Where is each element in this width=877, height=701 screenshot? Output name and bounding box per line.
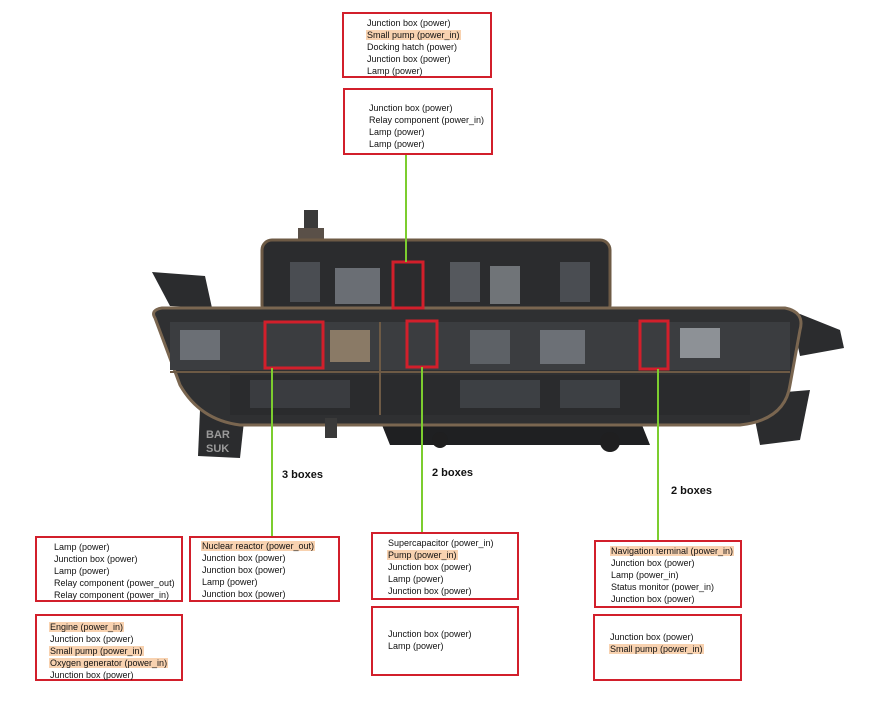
component-item: Junction box (power) bbox=[366, 53, 490, 65]
component-item: Oxygen generator (power_in) bbox=[49, 657, 181, 669]
svg-text:SUK: SUK bbox=[206, 443, 229, 455]
component-item: Junction box (power) bbox=[368, 102, 491, 114]
component-label: Docking hatch (power) bbox=[367, 42, 458, 52]
component-item: Lamp (power_in) bbox=[610, 569, 740, 581]
component-item: Relay component (power_out) bbox=[53, 577, 181, 589]
highlight-top bbox=[391, 260, 425, 310]
component-item: Lamp (power) bbox=[53, 541, 181, 553]
component-label: Junction box (power) bbox=[611, 558, 695, 568]
label-middle-count: 2 boxes bbox=[432, 467, 473, 479]
component-item: Lamp (power) bbox=[201, 576, 338, 588]
component-item: Junction box (power) bbox=[366, 17, 490, 29]
component-label: Junction box (power) bbox=[388, 562, 472, 572]
component-item: Relay component (power_in) bbox=[368, 114, 491, 126]
label-right-count: 2 boxes bbox=[671, 485, 712, 497]
tail-fin-top bbox=[152, 272, 212, 308]
component-label: Lamp (power) bbox=[54, 542, 110, 552]
highlighted-component-label: Nuclear reactor (power_out) bbox=[201, 541, 316, 551]
component-item: Lamp (power) bbox=[387, 573, 517, 585]
component-label: Lamp (power) bbox=[54, 566, 110, 576]
component-label: Junction box (power) bbox=[50, 670, 134, 680]
box-right-b: Junction box (power) Small pump (power_in… bbox=[593, 614, 742, 681]
highlighted-component-label: Small pump (power_in) bbox=[366, 30, 461, 40]
highlighted-component-label: Oxygen generator (power_in) bbox=[49, 658, 169, 668]
component-label: Status monitor (power_in) bbox=[611, 582, 715, 592]
component-label: Junction box (power) bbox=[202, 589, 286, 599]
component-label: Lamp (power_in) bbox=[611, 570, 679, 580]
box-top-2: Junction box (power) Relay component (pow… bbox=[343, 88, 493, 155]
component-item: Lamp (power) bbox=[366, 65, 490, 77]
component-item: Junction box (power) bbox=[609, 631, 740, 643]
box-mid-a: Supercapacitor (power_in) Pump (power_in)… bbox=[371, 532, 519, 600]
component-label: Lamp (power) bbox=[388, 574, 444, 584]
component-item: Junction box (power) bbox=[610, 593, 740, 605]
component-item: Supercapacitor (power_in) bbox=[387, 537, 517, 549]
box-left-b: Nuclear reactor (power_out) Junction box … bbox=[189, 536, 340, 602]
periscope-base bbox=[298, 228, 324, 240]
component-label: Relay component (power_in) bbox=[369, 115, 485, 125]
highlighted-component-label: Small pump (power_in) bbox=[49, 646, 144, 656]
highlighted-component-label: Pump (power_in) bbox=[387, 550, 458, 560]
highlighted-component-label: Small pump (power_in) bbox=[609, 644, 704, 654]
box-left-c: Engine (power_in) Junction box (power) Sma… bbox=[35, 614, 183, 681]
component-item: Junction box (power) bbox=[610, 557, 740, 569]
highlight-right bbox=[638, 319, 670, 371]
component-item: Junction box (power) bbox=[49, 669, 181, 681]
component-item: Lamp (power) bbox=[368, 126, 491, 138]
bow-cannon bbox=[790, 310, 844, 356]
component-item: Small pump (power_in) bbox=[366, 29, 490, 41]
component-label: Relay component (power_in) bbox=[54, 590, 170, 600]
component-item: Nuclear reactor (power_out) bbox=[201, 540, 338, 552]
component-label: Junction box (power) bbox=[388, 629, 472, 639]
component-label: Lamp (power) bbox=[388, 641, 444, 651]
box-left-a: Lamp (power) Junction box (power) Lamp (po… bbox=[35, 536, 183, 602]
component-item: Junction box (power) bbox=[201, 588, 338, 600]
component-label: Lamp (power) bbox=[202, 577, 258, 587]
component-item: Junction box (power) bbox=[201, 564, 338, 576]
component-label: Junction box (power) bbox=[54, 554, 138, 564]
box-mid-b: Junction box (power) Lamp (power) bbox=[371, 606, 519, 676]
component-label: Relay component (power_out) bbox=[54, 578, 175, 588]
component-item: Engine (power_in) bbox=[49, 621, 181, 633]
component-item: Docking hatch (power) bbox=[366, 41, 490, 53]
component-label: Junction box (power) bbox=[611, 594, 695, 604]
component-label: Lamp (power) bbox=[367, 66, 423, 76]
component-item: Junction box (power) bbox=[387, 585, 517, 597]
component-label: Junction box (power) bbox=[202, 553, 286, 563]
label-left-count: 3 boxes bbox=[282, 469, 323, 481]
component-item: Lamp (power) bbox=[387, 640, 517, 652]
component-label: Junction box (power) bbox=[50, 634, 134, 644]
component-item: Lamp (power) bbox=[368, 138, 491, 150]
box-top-1: Junction box (power) Small pump (power_in… bbox=[342, 12, 492, 78]
component-item: Status monitor (power_in) bbox=[610, 581, 740, 593]
component-item: Junction box (power) bbox=[53, 553, 181, 565]
component-label: Junction box (power) bbox=[388, 586, 472, 596]
component-item: Junction box (power) bbox=[49, 633, 181, 645]
component-item: Relay component (power_in) bbox=[53, 589, 181, 601]
component-label: Junction box (power) bbox=[610, 632, 694, 642]
component-item: Junction box (power) bbox=[387, 561, 517, 573]
highlighted-component-label: Engine (power_in) bbox=[49, 622, 125, 632]
component-label: Junction box (power) bbox=[367, 54, 451, 64]
highlight-left bbox=[263, 320, 325, 370]
component-item: Navigation terminal (power_in) bbox=[610, 545, 740, 557]
component-item: Junction box (power) bbox=[201, 552, 338, 564]
component-label: Supercapacitor (power_in) bbox=[388, 538, 494, 548]
sub-logo: BAR bbox=[206, 429, 230, 441]
component-item: Lamp (power) bbox=[53, 565, 181, 577]
component-item: Pump (power_in) bbox=[387, 549, 517, 561]
component-item: Junction box (power) bbox=[387, 628, 517, 640]
component-label: Junction box (power) bbox=[369, 103, 453, 113]
highlighted-component-label: Navigation terminal (power_in) bbox=[610, 546, 735, 556]
component-label: Lamp (power) bbox=[369, 139, 425, 149]
component-label: Junction box (power) bbox=[367, 18, 451, 28]
box-right-a: Navigation terminal (power_in) Junction b… bbox=[594, 540, 742, 608]
component-label: Junction box (power) bbox=[202, 565, 286, 575]
component-label: Lamp (power) bbox=[369, 127, 425, 137]
component-item: Small pump (power_in) bbox=[49, 645, 181, 657]
component-item: Small pump (power_in) bbox=[609, 643, 740, 655]
